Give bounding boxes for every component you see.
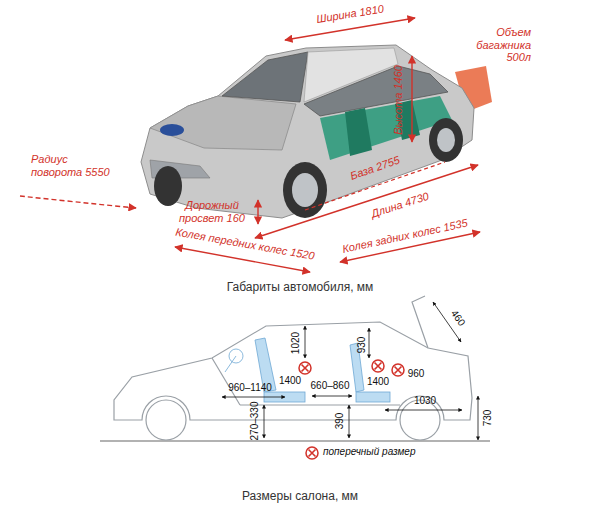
dimension-label: Высота 1460 xyxy=(392,65,405,135)
dimension-label: 390 xyxy=(334,413,346,430)
car-3d xyxy=(20,18,492,272)
dimension-label: 1400 xyxy=(279,375,301,387)
dimension-label: Объем багажника 500л xyxy=(469,26,531,64)
dimension-label: Колея задних колес 1535 xyxy=(341,217,469,256)
dimension-label: 270–330 xyxy=(249,402,261,441)
dimension-label: 660–860 xyxy=(311,380,350,392)
dimension-label: 960 xyxy=(408,368,425,380)
dimension-label: База 2755 xyxy=(349,154,402,183)
dimension-label: Ширина 1810 xyxy=(315,2,384,25)
car-profile xyxy=(100,296,490,441)
dimension-label: 460 xyxy=(449,308,468,328)
dimension-label: Длина 4730 xyxy=(370,190,431,220)
cross-marker xyxy=(372,360,384,372)
dimension-label: Колея передних колес 1520 xyxy=(174,226,315,263)
dimension-label: 960–1140 xyxy=(228,382,272,394)
dimension-label: 1400 xyxy=(367,376,389,388)
dimension-lines xyxy=(222,302,478,440)
caption: Размеры салона, мм xyxy=(242,490,358,504)
caption: Габариты автомобиля, мм xyxy=(227,281,374,295)
legend-symbol xyxy=(306,447,318,459)
dimension-label: 730 xyxy=(482,410,494,427)
cross-marker xyxy=(299,362,311,374)
dimension-label: 930 xyxy=(356,337,368,354)
legend-text: поперечный размер xyxy=(323,446,416,457)
cross-marker xyxy=(392,364,404,376)
dimension-label: Радиус поворота 5550 xyxy=(31,153,113,178)
dimension-label: 1020 xyxy=(290,332,302,354)
dimension-label: 1030 xyxy=(414,395,436,407)
dimension-label: Дорожный просвет 160 xyxy=(177,199,247,224)
